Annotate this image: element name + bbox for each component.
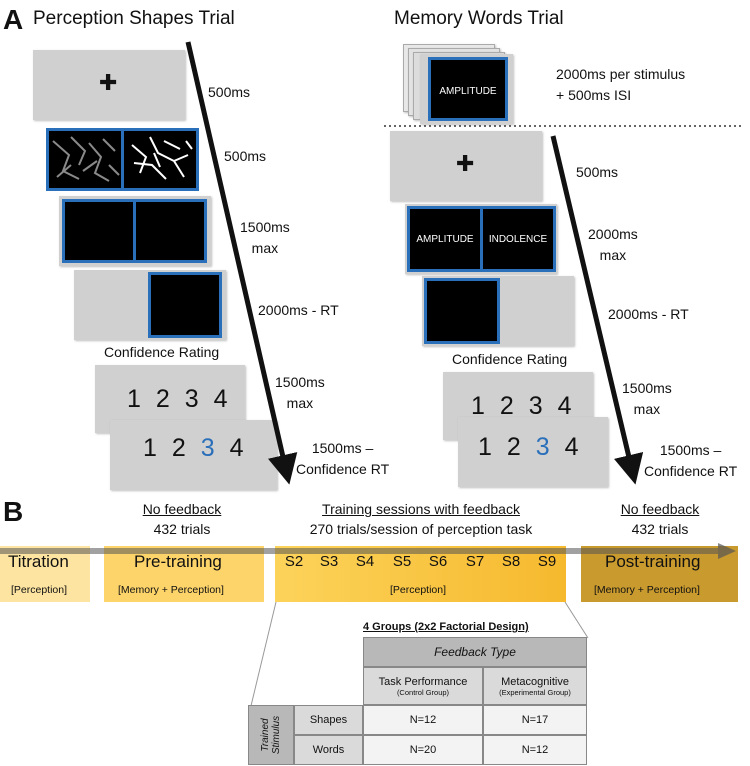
fixation-cross-icon: ✚	[456, 151, 475, 176]
panel-a-letter: A	[3, 4, 24, 35]
session-label: S4	[355, 553, 375, 570]
memory-trial-title: Memory Words Trial	[394, 8, 564, 29]
feedback-type-header: Feedback Type	[363, 637, 587, 667]
perception-confidence-label: Confidence Rating	[104, 344, 220, 360]
posttraining-segment	[581, 546, 738, 602]
cell-words-control: N=20	[363, 735, 483, 765]
memory-confidence-label: Confidence Rating	[452, 351, 568, 367]
cell-shapes-control: N=12	[363, 705, 483, 735]
perception-stimulus-right	[121, 128, 199, 191]
timing-label: 1500ms – Confidence RT	[296, 440, 390, 477]
memory-confidence-screen: 1 2 3 4	[458, 417, 608, 487]
timing-label: 1500ms – Confidence RT	[644, 442, 738, 479]
session-label: S2	[284, 553, 304, 570]
session-label: S3	[319, 553, 339, 570]
table-title: 4 Groups (2x2 Factorial Design)	[363, 621, 529, 633]
memory-feedback-selected	[424, 278, 500, 344]
posttraining-header: No feedback 432 trials	[620, 501, 700, 537]
session-label: S6	[428, 553, 448, 570]
perception-stimulus-left	[46, 128, 124, 191]
stage-sub: [Perception]	[390, 584, 447, 596]
random-lines-gray-icon	[52, 136, 120, 182]
timing-label: 2000ms per stimulus + 500ms ISI	[556, 66, 686, 103]
fixation-cross-icon: ✚	[99, 70, 118, 95]
confidence-digits: 1 2 3 4	[143, 434, 247, 463]
digit-1: 1	[127, 385, 145, 413]
session-label: S9	[537, 553, 557, 570]
timing-label: 2000ms - RT	[608, 306, 689, 322]
panel-b-letter: B	[3, 496, 24, 527]
confidence-digits: 1 2 3 4	[478, 433, 582, 462]
memory-study-stimulus: AMPLITUDE	[428, 57, 508, 121]
perception-response-right	[133, 199, 207, 263]
timing-label: 500ms	[576, 164, 619, 180]
time-arrows	[185, 41, 644, 485]
digit-2: 2	[506, 433, 525, 461]
session-label: S8	[501, 553, 521, 570]
zoom-lines	[249, 601, 589, 711]
training-header: Training sessions with feedback 270 tria…	[309, 501, 533, 537]
row-header-trained-stimulus: Trained Stimulus	[248, 705, 294, 765]
digit-4: 4	[564, 433, 583, 461]
digit-1: 1	[478, 433, 496, 461]
digit-4: 4	[229, 434, 248, 462]
stage-sub: [Memory + Perception]	[594, 584, 700, 596]
titration-segment	[0, 546, 90, 602]
rating-digits: 1 2 3 4	[471, 392, 575, 421]
stage-sub: [Memory + Perception]	[118, 584, 224, 596]
training-segment	[275, 546, 566, 602]
digit-4: 4	[213, 385, 232, 413]
pretraining-header: No feedback 432 trials	[142, 501, 222, 537]
digit-2: 2	[155, 385, 174, 413]
digit-2: 2	[171, 434, 190, 462]
stage-title: Pre-training	[134, 552, 222, 571]
digit-2: 2	[499, 392, 518, 420]
timeline-arrow	[0, 543, 736, 559]
left-word: AMPLITUDE	[416, 234, 474, 245]
session-label: S7	[465, 553, 485, 570]
digit-3: 3	[528, 392, 547, 420]
timing-label: 2000ms max	[588, 226, 638, 263]
digit-1: 1	[471, 392, 489, 420]
cell-shapes-metacognitive: N=17	[483, 705, 587, 735]
timing-label: 1500ms max	[275, 374, 325, 411]
perception-time-arrow	[185, 41, 298, 485]
row-label-shapes: Shapes	[294, 705, 363, 735]
timing-label: 500ms	[208, 84, 251, 100]
stage-sub: [Perception]	[11, 584, 68, 596]
perception-confidence-screen: 1 2 3 4	[110, 420, 277, 490]
timing-label: 1500ms max	[622, 380, 672, 417]
digit-4: 4	[557, 392, 576, 420]
memory-choice-right: INDOLENCE	[480, 206, 556, 272]
stage-title: Post-training	[605, 552, 701, 571]
rating-digits: 1 2 3 4	[127, 385, 231, 414]
digit-3: 3	[184, 385, 203, 413]
timing-label: 1500ms max	[240, 219, 290, 256]
memory-fixation-screen: ✚	[390, 131, 542, 201]
perception-trial-title: Perception Shapes Trial	[33, 8, 235, 29]
random-lines-white-icon	[131, 136, 193, 180]
memory-time-arrow	[550, 135, 644, 485]
digit-1: 1	[143, 434, 161, 462]
stage-title: Titration	[8, 552, 69, 571]
col-header-task-performance: Task Performance (Control Group)	[363, 667, 483, 705]
timing-label: 2000ms - RT	[258, 302, 339, 318]
right-word: INDOLENCE	[488, 234, 548, 245]
perception-fixation-screen: ✚	[33, 50, 185, 120]
pretraining-segment	[104, 546, 264, 602]
col-header-metacognitive: Metacognitive (Experimental Group)	[483, 667, 587, 705]
digit-3-selected: 3	[535, 433, 554, 461]
study-test-divider	[384, 125, 744, 127]
perception-feedback-selected	[148, 272, 222, 338]
row-label-words: Words	[294, 735, 363, 765]
timing-label: 500ms	[224, 148, 267, 164]
digit-3-selected: 3	[200, 434, 219, 462]
cell-words-metacognitive: N=12	[483, 735, 587, 765]
study-word: AMPLITUDE	[439, 86, 497, 97]
session-label: S5	[392, 553, 412, 570]
